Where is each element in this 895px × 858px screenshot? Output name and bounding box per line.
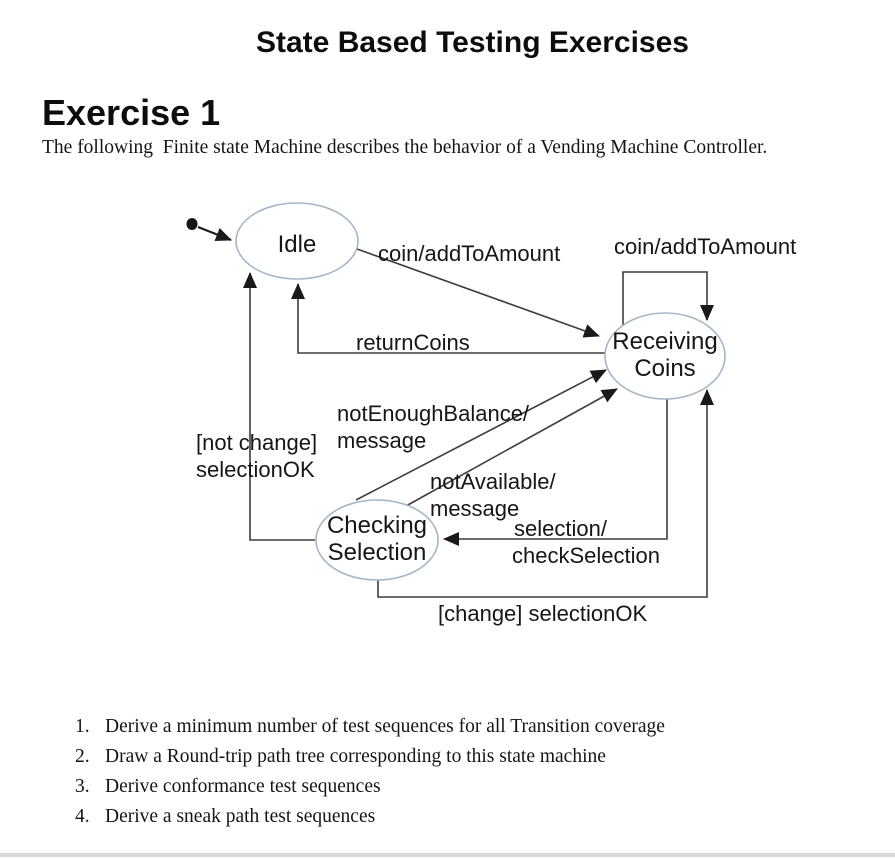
- task-item: 3. Derive conformance test sequences: [75, 776, 381, 798]
- task-item: 1. Derive a minimum number of test sequen…: [75, 716, 665, 738]
- task-text: Draw a Round-trip path tree correspondin…: [105, 746, 606, 767]
- task-item: 4. Derive a sneak path test sequences: [75, 806, 375, 828]
- label-not-available-line1: notAvailable/: [430, 469, 556, 494]
- label-not-available-line2: message: [430, 496, 519, 521]
- transition-coin-idle-to-receiving: [356, 248, 600, 338]
- transition-change-selection-ok: [377, 389, 714, 598]
- transition-coin-self-loop: [622, 271, 714, 330]
- transition-not-enough-balance: [355, 369, 607, 501]
- transition-not-change-selection-ok: [243, 272, 315, 541]
- state-receiving-coins-label-line1: Receiving: [612, 328, 717, 355]
- transition-selection-check-selection: [443, 390, 668, 546]
- label-not-enough-balance-line1: notEnoughBalance/: [337, 401, 530, 426]
- label-not-change-line1: [not change]: [196, 430, 317, 455]
- task-number: 3.: [75, 776, 90, 797]
- page-bottom-strip: [0, 853, 895, 857]
- task-text: Derive a minimum number of test sequence…: [105, 716, 665, 737]
- task-text: Derive a sneak path test sequences: [105, 806, 376, 827]
- doc-title: State Based Testing Exercises: [256, 26, 689, 59]
- task-number: 4.: [75, 806, 90, 827]
- label-return-coins: returnCoins: [356, 330, 470, 355]
- task-number: 1.: [75, 716, 90, 737]
- state-checking-selection-ellipse: [315, 499, 439, 581]
- state-idle-ellipse: [235, 202, 359, 280]
- task-item: 2. Draw a Round-trip path tree correspond…: [75, 746, 606, 768]
- label-coin-self-loop: coin/addToAmount: [614, 234, 796, 259]
- label-change-selection-ok: [change] selectionOK: [438, 601, 647, 626]
- initial-state-dot: [186, 218, 198, 230]
- label-coin-idle-to-receiving: coin/addToAmount: [378, 241, 560, 266]
- task-number: 2.: [75, 746, 90, 767]
- transition-return-coins: [291, 283, 615, 354]
- label-not-enough-balance-line2: message: [337, 428, 426, 453]
- label-not-change-line2: selectionOK: [196, 457, 315, 482]
- exercise-heading: Exercise 1: [42, 92, 221, 133]
- label-selection-line1: selection/: [514, 516, 608, 541]
- transition-not-available: [405, 388, 618, 507]
- state-idle-label: Idle: [278, 231, 317, 258]
- state-checking-selection-label-line1: Checking: [327, 512, 427, 539]
- state-receiving-coins-ellipse: [604, 312, 726, 400]
- task-text: Derive conformance test sequences: [105, 776, 381, 797]
- state-receiving-coins-label-line2: Coins: [634, 355, 695, 382]
- label-selection-line2: checkSelection: [512, 543, 660, 568]
- initial-transition-arrow: [197, 225, 232, 242]
- state-checking-selection-label-line2: Selection: [328, 539, 427, 566]
- intro-paragraph: The following Finite state Machine descr…: [42, 137, 768, 158]
